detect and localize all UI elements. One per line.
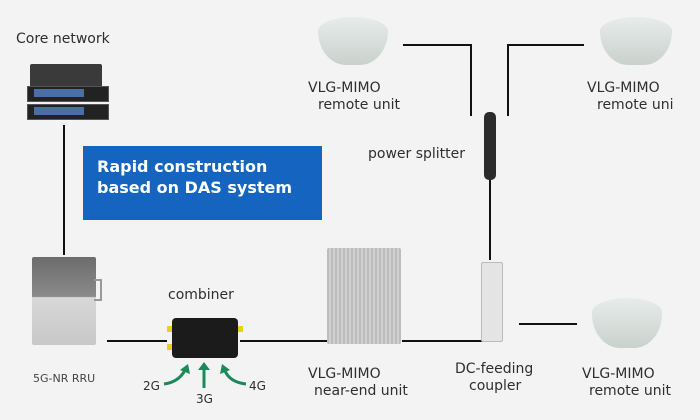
cable-splitter-right-v [507, 44, 509, 116]
combiner-label: combiner [168, 287, 234, 303]
remote-unit-top-right-icon [600, 17, 672, 65]
core-network-server-icon [27, 64, 109, 120]
input-2g-label: 2G [143, 379, 160, 393]
cable-rru-combiner [107, 340, 167, 342]
near-end-line-2: near-end unit [314, 383, 408, 399]
rru-label: 5G-NR RRU [33, 372, 96, 385]
cable-coupler-splitter [489, 175, 491, 260]
power-splitter-icon [484, 112, 496, 180]
cable-core-rru [63, 125, 65, 255]
cable-coupler-remote [519, 323, 577, 325]
remote-unit-bottom-right-icon [592, 298, 662, 348]
remote-top-left-line-1: VLG-MIMO [308, 80, 381, 96]
cable-combiner-nearend [240, 340, 328, 342]
cable-splitter-left-v [470, 44, 472, 116]
coupler-line-1: DC-feeding [455, 361, 534, 377]
cable-splitter-right-h [507, 44, 584, 46]
combiner-input-arrows [163, 362, 247, 388]
input-3g-label: 3G [196, 392, 213, 406]
headline-banner: Rapid construction based on DAS system [83, 146, 322, 220]
cable-nearend-coupler [402, 340, 484, 342]
banner-line-1: Rapid construction [97, 157, 268, 176]
remote-bottom-right-line-2: remote unit [589, 383, 671, 399]
remote-top-left-line-2: remote unit [318, 97, 400, 113]
input-4g-label: 4G [249, 379, 266, 393]
remote-top-right-line-2: remote uni [597, 97, 674, 113]
near-end-unit-icon [327, 248, 401, 344]
cable-splitter-left-h [403, 44, 471, 46]
remote-unit-top-left-icon [318, 17, 388, 65]
core-network-label: Core network [16, 31, 110, 47]
remote-bottom-right-line-1: VLG-MIMO [582, 366, 655, 382]
near-end-line-1: VLG-MIMO [308, 366, 381, 382]
power-splitter-label: power splitter [368, 146, 466, 162]
combiner-device-icon [167, 318, 243, 358]
rru-device-icon [32, 257, 102, 345]
coupler-line-2: coupler [469, 378, 522, 394]
coupler-device-icon [481, 262, 503, 342]
banner-line-2: based on DAS system [97, 178, 293, 197]
remote-top-right-line-1: VLG-MIMO [587, 80, 660, 96]
